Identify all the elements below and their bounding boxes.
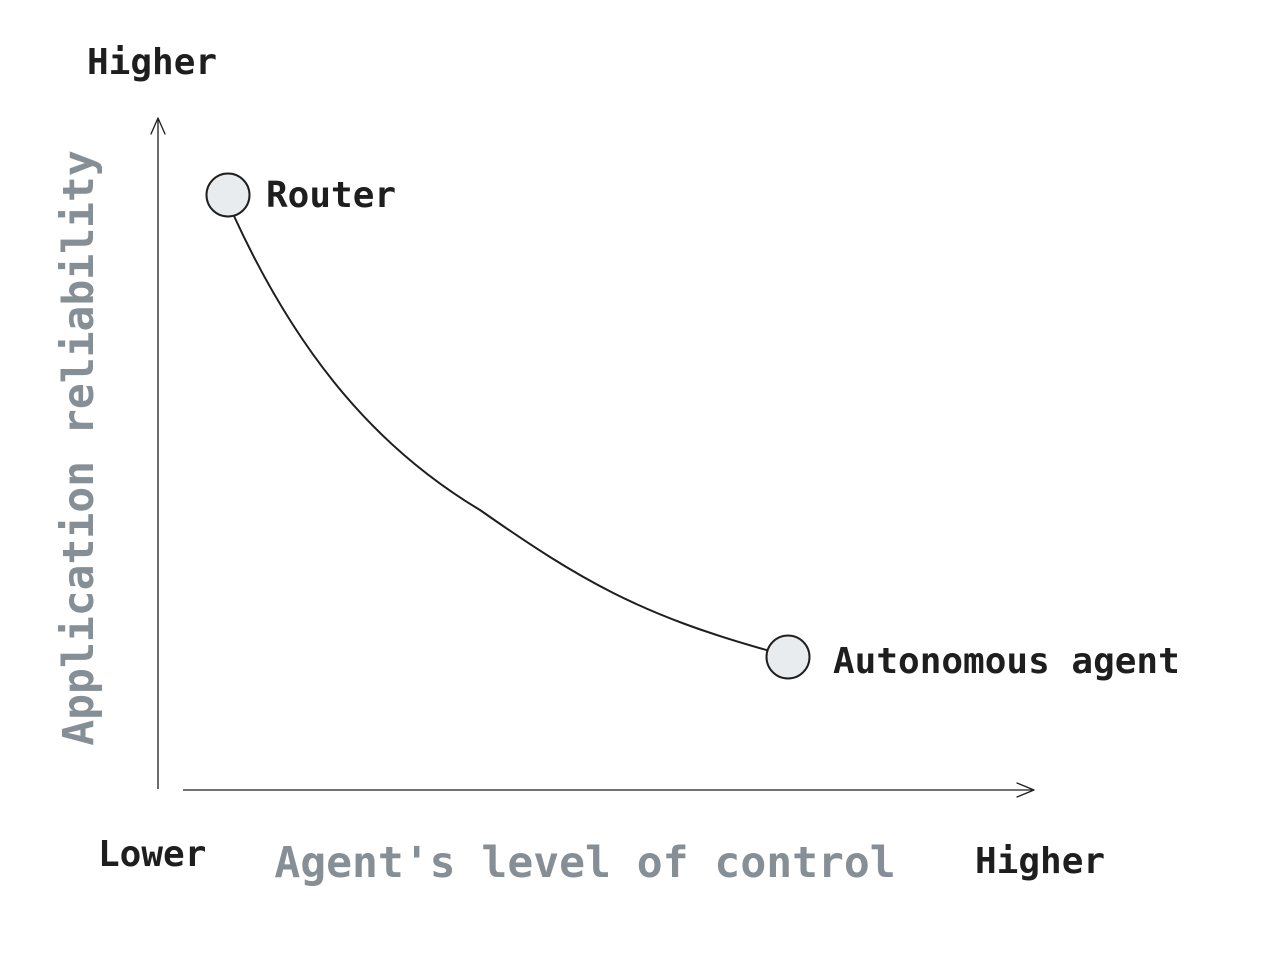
autonomous-agent-label: Autonomous agent bbox=[833, 641, 1180, 682]
x-axis-low-label: Lower bbox=[98, 834, 206, 875]
y-axis-title: Application reliability bbox=[54, 150, 104, 745]
y-axis-arrowhead bbox=[150, 117, 166, 135]
router-node bbox=[205, 172, 251, 218]
autonomous-agent-node bbox=[765, 634, 811, 680]
tradeoff-curve bbox=[233, 215, 771, 652]
x-axis-high-label: Higher bbox=[975, 841, 1105, 882]
x-axis-title: Agent's level of control bbox=[274, 838, 895, 888]
x-axis-arrowhead bbox=[1016, 782, 1035, 798]
y-axis-high-label: Higher bbox=[87, 42, 217, 83]
router-label: Router bbox=[266, 175, 396, 216]
